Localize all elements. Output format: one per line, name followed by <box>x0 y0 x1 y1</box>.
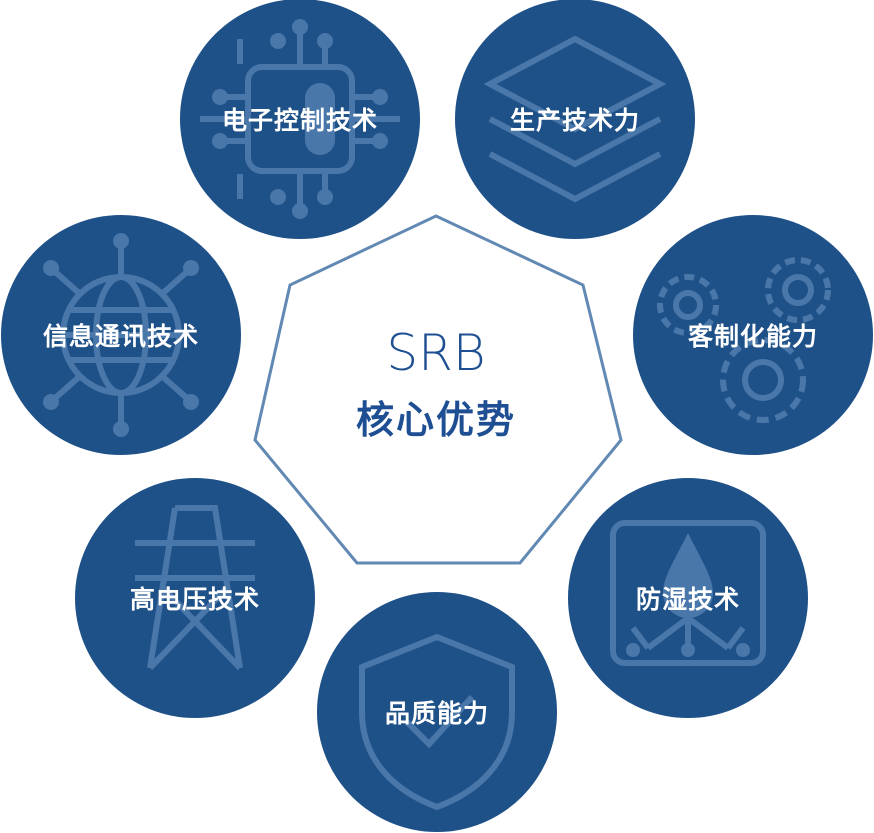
gears-icon <box>657 257 831 423</box>
shield-check-icon <box>359 633 515 811</box>
node-high-voltage: 高电压技术 <box>75 478 315 718</box>
node-customization: 客制化能力 <box>633 215 873 455</box>
power-tower-icon <box>135 505 255 671</box>
chip-icon <box>200 19 400 219</box>
node-moisture-proof: 防湿技术 <box>568 478 808 718</box>
globe-network-icon <box>43 233 199 437</box>
center-heading: SRB 核心优势 <box>336 325 536 444</box>
center-title: SRB <box>386 324 486 382</box>
node-production: 生产技术力 <box>455 0 695 239</box>
node-label: 品质能力 <box>384 699 489 728</box>
node-label: 生产技术力 <box>509 106 640 135</box>
node-ict: 信息通讯技术 <box>1 215 241 455</box>
center-subtitle: 核心优势 <box>355 398 516 442</box>
node-label: 客制化能力 <box>687 322 818 351</box>
node-electronic-control: 电子控制技术 <box>180 0 420 239</box>
node-label: 防湿技术 <box>635 585 740 614</box>
water-drop-icon <box>610 520 766 666</box>
layers-icon <box>483 35 667 203</box>
node-label: 高电压技术 <box>129 585 260 614</box>
node-quality: 品质能力 <box>317 592 557 832</box>
node-label: 电子控制技术 <box>221 106 378 135</box>
node-label: 信息通讯技术 <box>42 322 199 351</box>
